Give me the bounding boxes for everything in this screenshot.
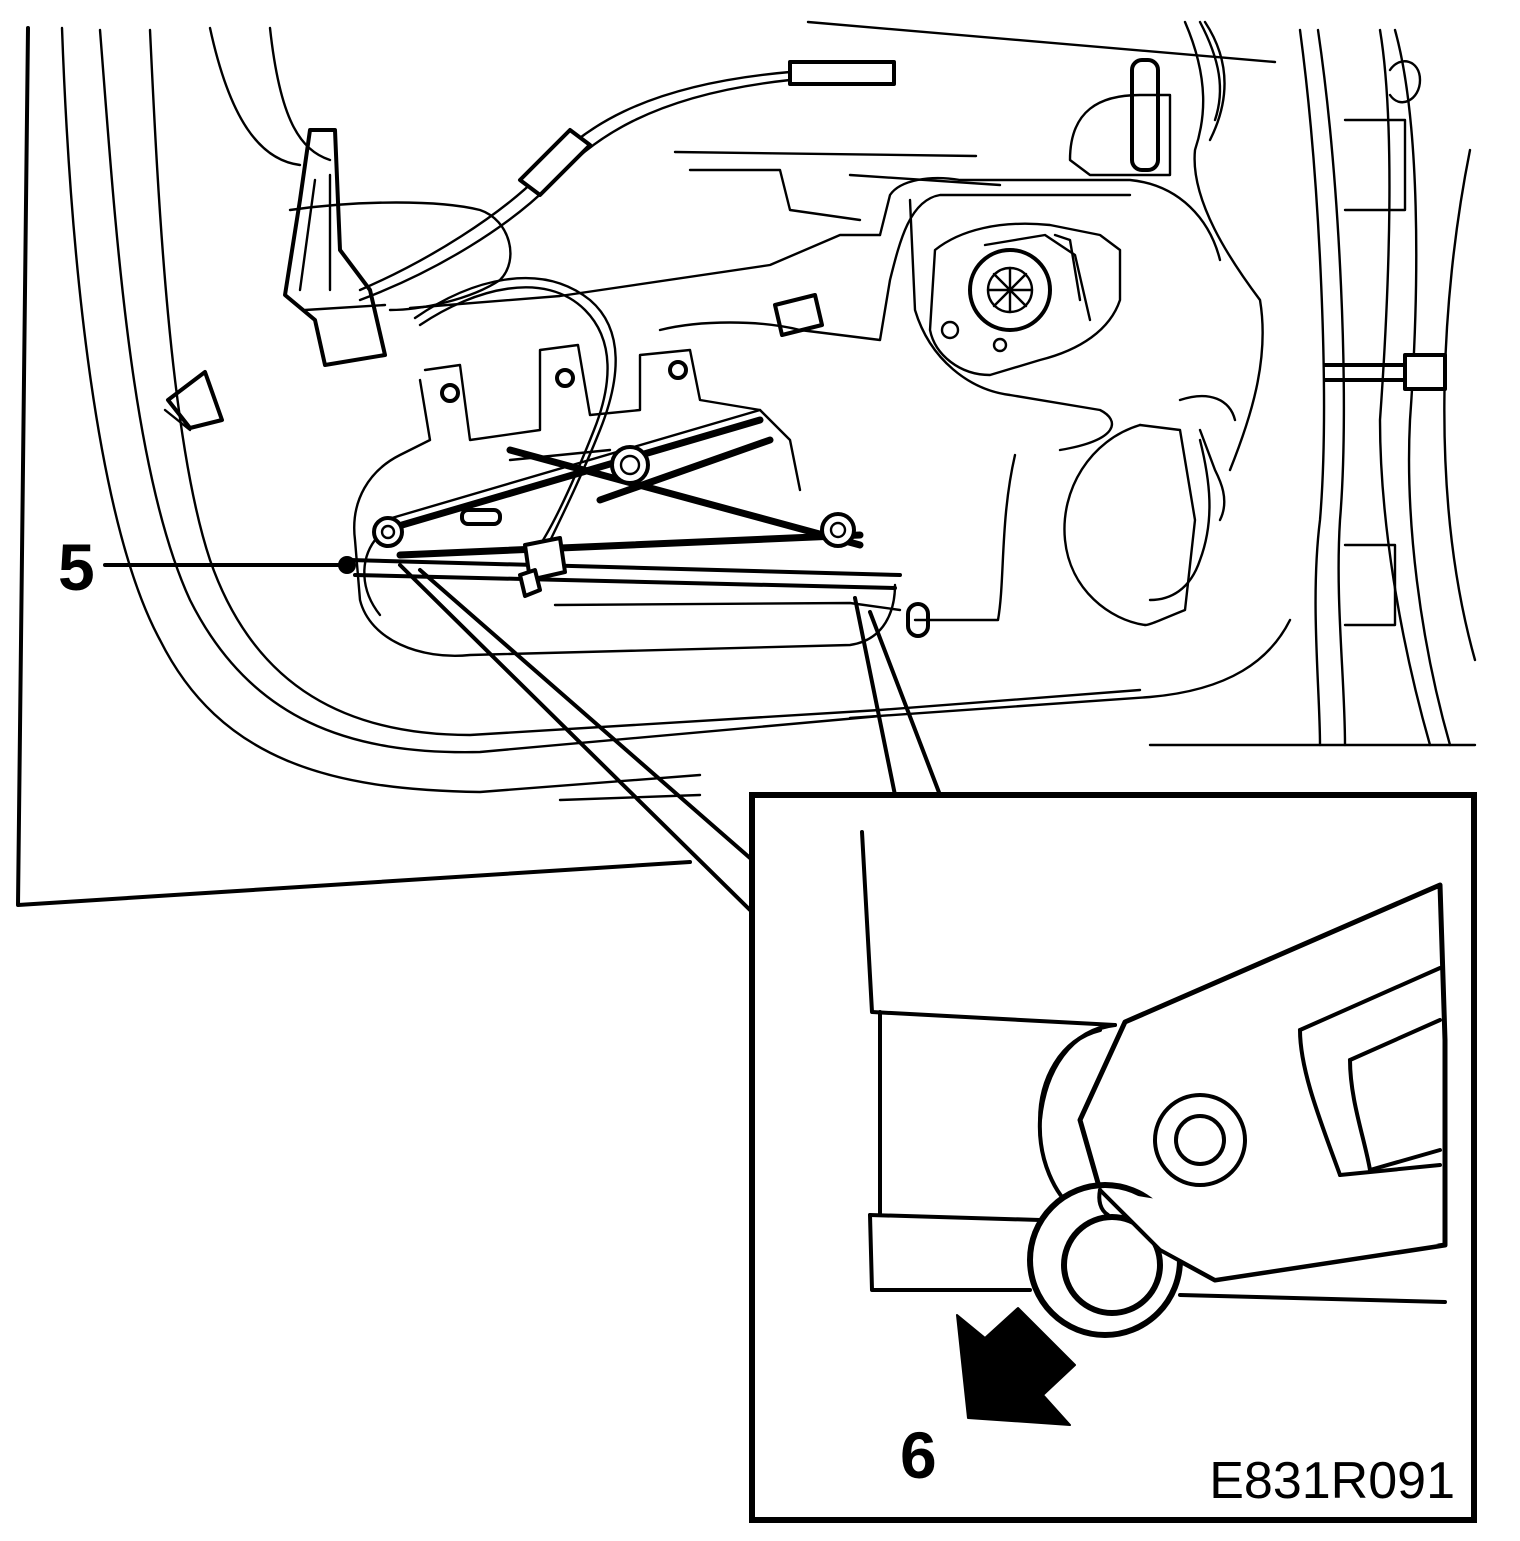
detail-inset (749, 792, 1477, 1523)
zoom-indicator (398, 563, 942, 912)
callout-6-label: 6 (900, 1418, 937, 1492)
direction-arrow-icon (956, 1307, 1076, 1426)
door-panel (16, 20, 1477, 907)
callout-5-label: 5 (58, 530, 95, 604)
callout-5-leader (103, 556, 356, 574)
figure-code: E831R091 (1209, 1452, 1455, 1510)
